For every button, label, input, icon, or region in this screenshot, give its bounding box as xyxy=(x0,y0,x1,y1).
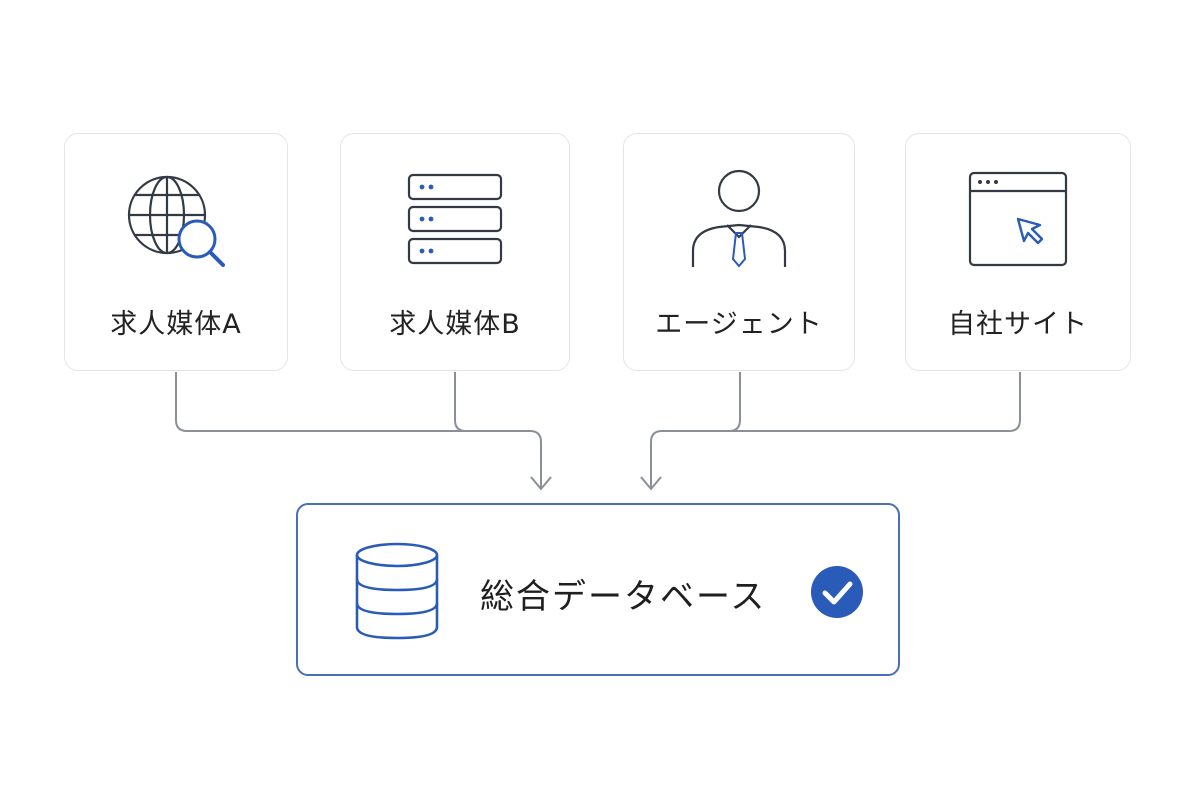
source-card-own-site: 自社サイト xyxy=(905,133,1131,371)
source-label: エージェント xyxy=(655,309,823,340)
browser-cursor-icon xyxy=(906,164,1130,274)
person-tie-icon xyxy=(624,164,854,274)
connector-agent xyxy=(728,372,741,432)
connector-own-site xyxy=(650,372,1021,488)
arrow-left xyxy=(530,476,552,491)
integrated-database-box: 総合データベース xyxy=(296,503,900,676)
source-card-agent: エージェント xyxy=(623,133,855,371)
server-stack-icon xyxy=(341,164,569,274)
globe-search-icon xyxy=(65,164,287,274)
check-circle-icon xyxy=(810,565,864,623)
source-label: 求人媒体A xyxy=(110,309,242,340)
database-icon xyxy=(352,541,442,645)
source-card-media-b: 求人媒体B xyxy=(340,133,570,371)
connector-media-a xyxy=(175,372,542,488)
source-card-media-a: 求人媒体A xyxy=(64,133,288,371)
arrow-right xyxy=(640,476,662,491)
database-label: 総合データベース xyxy=(480,577,767,617)
connector-media-b xyxy=(454,372,467,432)
source-label: 自社サイト xyxy=(948,309,1088,340)
source-label: 求人媒体B xyxy=(389,309,521,340)
